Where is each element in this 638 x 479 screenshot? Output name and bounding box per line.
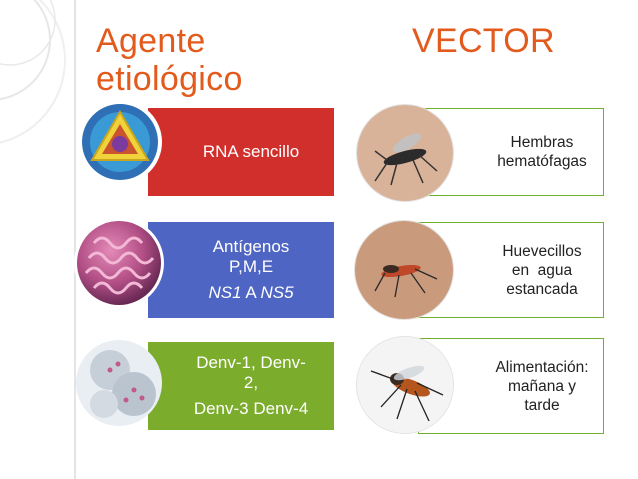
vector-title: VECTOR (412, 22, 555, 60)
vector-box-females-line2: hematófagas (497, 153, 587, 170)
mosquito-icon (354, 220, 454, 320)
agent-box-serotypes-line1: Denv-1, Denv- (196, 353, 306, 372)
agent-box-rna: RNA sencillo (148, 108, 334, 196)
virus-icon (76, 340, 162, 426)
vector-box-feeding-line2: mañana y (507, 377, 577, 395)
vector-box-feeding-line3: tarde (524, 396, 560, 414)
agent-box-antigens: Antígenos P,M,E NS1 A NS5 (148, 222, 334, 318)
agent-box-antigens-line1: Antígenos (212, 237, 290, 256)
agent-title: Agente etiológico (96, 22, 243, 98)
agent-box-rna-text: RNA sencillo (202, 142, 300, 161)
ns1-label: NS1 (208, 283, 242, 302)
decorative-arcs (0, 0, 76, 479)
ns-connector: A (241, 283, 261, 302)
vector-box-eggs-line3: estancada (506, 280, 578, 298)
mosquito-icon (356, 104, 454, 202)
vector-box-eggs: Huevecillos en agua estancada (418, 222, 604, 318)
vector-box-feeding-line1: Alimentación: (495, 358, 589, 376)
agent-title-line1: Agente (96, 22, 206, 60)
agent-box-serotypes-line2: 2, (243, 373, 259, 392)
vector-box-eggs-line2: en agua (511, 261, 573, 279)
virus-icon (78, 100, 162, 184)
ns5-label: NS5 (260, 283, 294, 302)
mosquito-icon (356, 336, 454, 434)
vector-box-eggs-line1: Huevecillos (502, 242, 582, 260)
vector-box-females-line1: Hembras (510, 134, 574, 151)
agent-box-serotypes: Denv-1, Denv- 2, Denv-3 Denv-4 (148, 342, 334, 430)
agent-box-antigens-line3: NS1 A NS5 (208, 283, 293, 303)
agent-box-serotypes-line3: Denv-3 Denv-4 (193, 399, 309, 418)
agent-title-line2: etiológico (96, 60, 243, 98)
agent-box-antigens-line2: P,M,E (228, 257, 274, 276)
virus-icon (74, 218, 164, 308)
